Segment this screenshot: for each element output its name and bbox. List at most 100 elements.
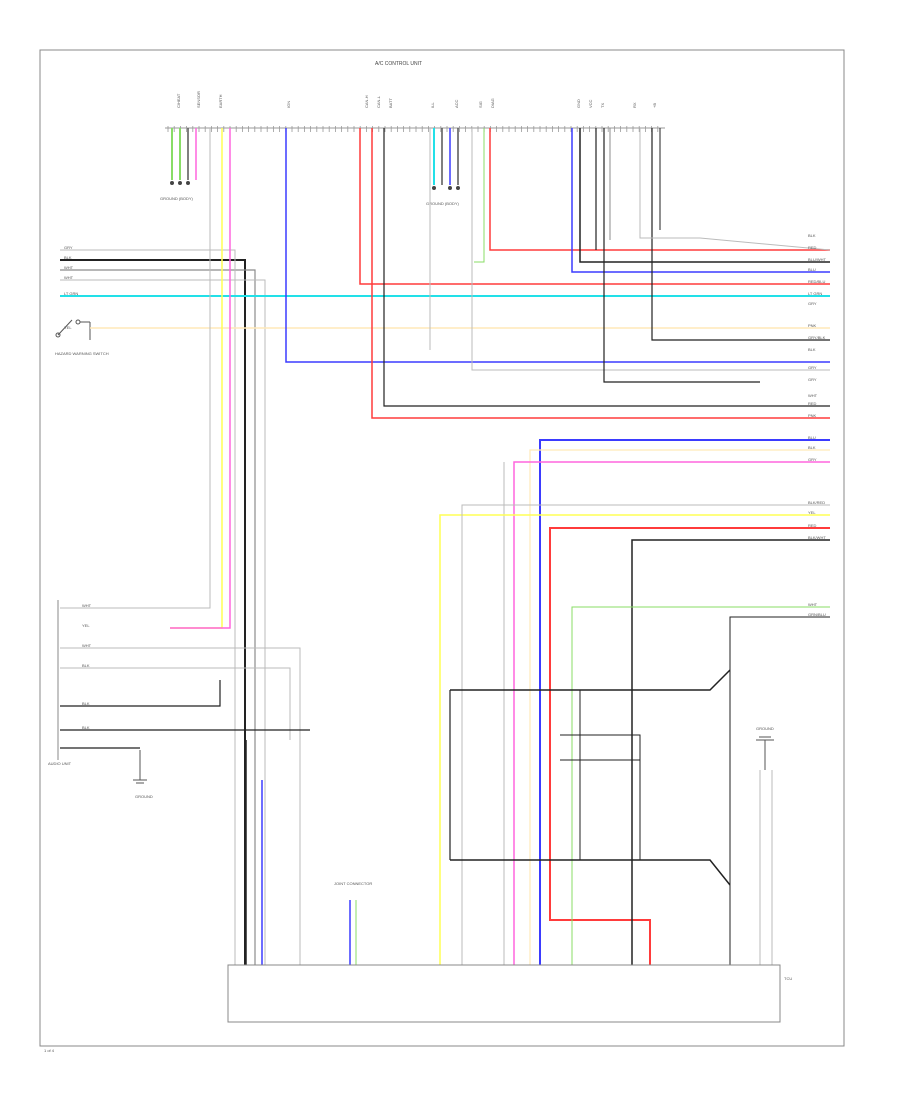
connector-label: TX xyxy=(600,103,605,108)
wire-color-label: WHT xyxy=(82,603,92,608)
wire-color-label: BLK xyxy=(82,663,90,668)
audio-unit-label: AUDIO UNIT xyxy=(48,761,72,766)
wire xyxy=(450,669,731,691)
wire-color-label: PNK xyxy=(808,323,817,328)
wire xyxy=(571,606,830,965)
wire xyxy=(471,128,830,371)
wire xyxy=(450,859,731,886)
connector-label: +B xyxy=(652,103,657,108)
connector-label: GND xyxy=(576,99,581,108)
wire xyxy=(170,128,231,629)
wire xyxy=(60,279,266,965)
top-connector-pins xyxy=(167,126,659,132)
wire-color-label: WHT xyxy=(808,393,818,398)
wire xyxy=(60,680,221,707)
wire-color-label: GRY xyxy=(808,301,817,306)
wire-color-label: YEL xyxy=(64,325,72,330)
control-unit-label: A/C CONTROL UNIT xyxy=(375,61,422,67)
wire xyxy=(461,504,830,965)
ground-connector-top-mid: GROUND (BODY) xyxy=(426,128,460,206)
connector-label: EARTH xyxy=(218,94,223,108)
connector-label: VCC xyxy=(588,99,593,108)
wire-color-label: LT GRN xyxy=(808,291,822,296)
wire xyxy=(560,734,641,860)
wire-color-label: WHT xyxy=(64,265,74,270)
wire xyxy=(639,128,831,251)
connector-label: RX xyxy=(632,102,637,108)
wire-color-label: GRY xyxy=(64,245,73,250)
wire-color-label: PNK xyxy=(808,413,817,418)
wire-color-label: RED xyxy=(808,245,817,250)
wire-color-label: BLK/RED xyxy=(808,500,825,505)
wire xyxy=(571,128,830,273)
ground-label: GROUND (BODY) xyxy=(160,196,194,201)
wire xyxy=(651,128,830,341)
wire-color-label: BLU xyxy=(808,435,816,440)
connector-label: C/HEAT xyxy=(176,93,181,108)
connector-label: SIG xyxy=(478,101,483,108)
wire-color-label: GRY/BLK xyxy=(808,335,826,340)
top-connector-label-group: C/HEAT SENSOR EARTH IGN CAN-H CAN-L BATT… xyxy=(176,91,657,108)
diagram-frame xyxy=(39,49,845,1047)
right-wire-labels: RED BLU/WHT BLU RED/BLU LT GRN GRY PNK GRY/BLK B… xyxy=(808,233,827,617)
wire-color-label: WHT xyxy=(82,643,92,648)
connector-label: BATT xyxy=(388,98,393,108)
wire xyxy=(383,128,830,407)
wire-color-label: BLK xyxy=(82,701,90,706)
wire xyxy=(513,461,830,965)
wire xyxy=(631,539,830,965)
connector-label: CAN-H xyxy=(364,95,369,108)
hazard-switch: HAZARD WARNING SWITCH xyxy=(55,319,109,356)
wire-harness xyxy=(60,128,831,965)
wire-color-label: BLK xyxy=(82,725,90,730)
connector-label: SENSOR xyxy=(196,91,201,108)
wire xyxy=(603,128,760,383)
wire xyxy=(60,128,211,609)
wire-color-label: BLU/WHT xyxy=(808,257,827,262)
wire xyxy=(371,128,830,419)
wire xyxy=(60,269,256,965)
wire xyxy=(60,249,236,965)
joint-connector-label: JOINT CONNECTOR xyxy=(334,881,372,886)
tcu-ground: GROUND xyxy=(756,726,774,770)
wire-color-label: WHT xyxy=(808,602,818,607)
wire xyxy=(439,514,830,965)
wire-color-label: BLK xyxy=(808,347,816,352)
wire xyxy=(60,667,291,740)
wire-color-label: RED/BLU xyxy=(808,279,825,284)
wire xyxy=(529,449,830,965)
wire-color-label: BLK xyxy=(808,445,816,450)
wire-color-label: YEL xyxy=(808,510,816,515)
wire xyxy=(579,128,830,263)
tcu-label: TCU xyxy=(784,976,792,981)
figure-number: 1 of 4 xyxy=(44,1048,55,1053)
wire xyxy=(539,439,830,965)
wire-color-label: LT GRN xyxy=(64,291,78,296)
wire xyxy=(285,128,830,363)
wire-color-label: RED xyxy=(808,401,817,406)
wire-color-label: BLK xyxy=(808,233,816,238)
wire-color-label: BLU xyxy=(808,267,816,272)
connector-label: CAN-L xyxy=(376,95,381,108)
ground-label: GROUND xyxy=(756,726,774,731)
wire-color-label: BLK xyxy=(64,255,72,260)
wire xyxy=(170,128,223,629)
wire-color-label: RED xyxy=(808,523,817,528)
wire-color-label: GRY xyxy=(808,457,817,462)
wire-color-label: GRN/BLU xyxy=(808,612,826,617)
tcu-unit: TCU JOINT CONNECTOR xyxy=(227,881,792,1023)
ground-label: GROUND xyxy=(135,794,153,799)
left-connector-block: AUDIO UNIT GROUND xyxy=(48,600,153,799)
wire xyxy=(474,128,485,263)
wire-color-label: GRY xyxy=(808,365,817,370)
connector-label: IGN xyxy=(286,101,291,108)
wire xyxy=(729,616,830,965)
wire xyxy=(549,527,830,965)
wire xyxy=(60,647,301,965)
wire xyxy=(489,128,830,251)
connector-label: ILL xyxy=(430,102,435,108)
wire-color-label: YEL xyxy=(82,623,90,628)
hazard-switch-label: HAZARD WARNING SWITCH xyxy=(55,351,109,356)
